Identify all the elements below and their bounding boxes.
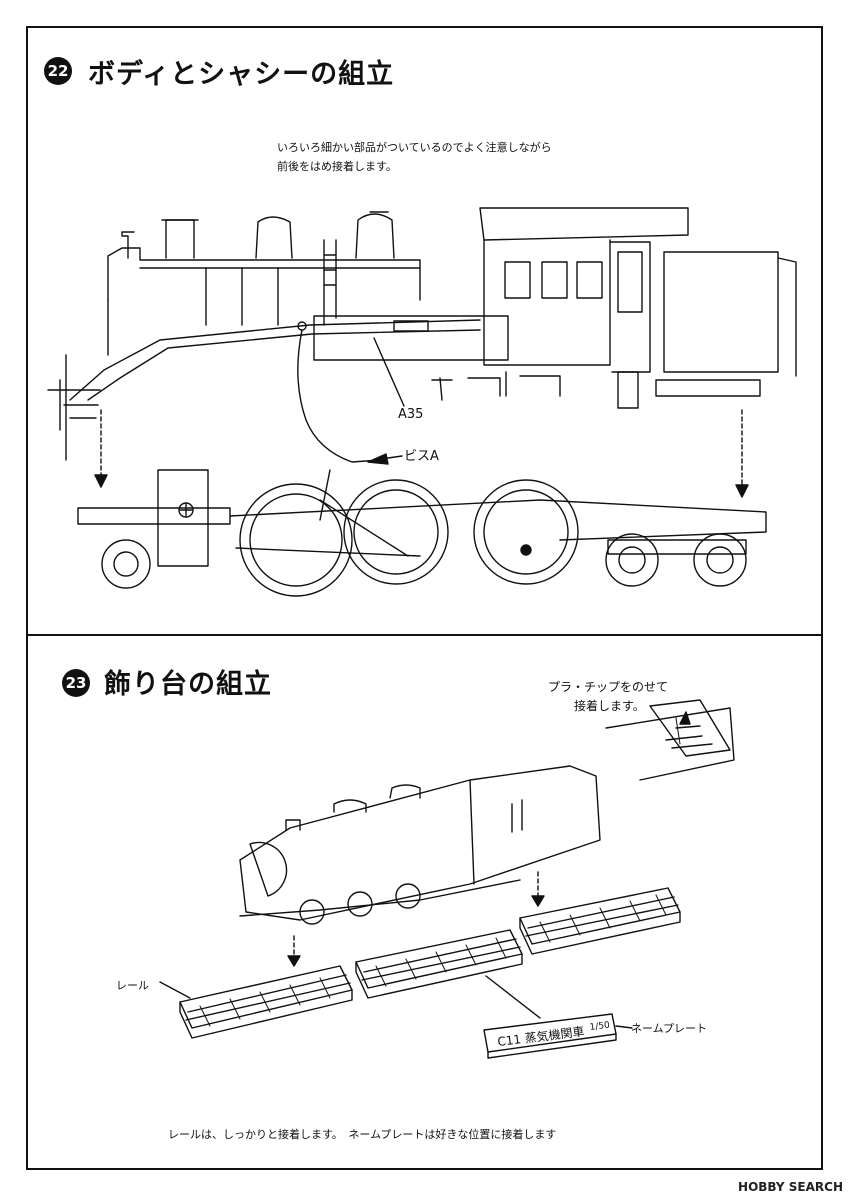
step-number-23: 23: [62, 669, 90, 697]
screw-label: ビスA: [404, 449, 439, 464]
step-number-22: 22: [44, 57, 72, 85]
page-frame: [26, 26, 823, 1170]
section-22-note-2: 前後をはめ接着します。: [277, 160, 397, 173]
chip-note-1: プラ・チップをのせて: [548, 680, 669, 694]
bottom-note: レールは、しっかりと接着します。 ネームプレートは好きな位置に接着します: [168, 1128, 557, 1141]
chip-note-2: 接着します。: [574, 699, 645, 713]
section-22-note-1: いろいろ細かい部品がついているのでよく注意しながら: [277, 141, 552, 154]
section-22-title: ボディとシャシーの組立: [88, 59, 395, 90]
watermark: HOBBY SEARCH: [738, 1180, 843, 1194]
nameplate-scale: 1/50: [589, 1021, 611, 1033]
part-label-a35: A35: [398, 407, 424, 422]
display-rails: [160, 888, 680, 1038]
rail-label: レール: [116, 979, 149, 992]
plastic-chip-box: [606, 700, 734, 780]
locomotive-body-side: [48, 208, 796, 497]
section-23-title: 飾り台の組立: [104, 669, 272, 700]
locomotive-chassis: [78, 470, 766, 596]
section-divider: [26, 634, 823, 636]
locomotive-perspective: [240, 766, 600, 966]
nameplate: [484, 976, 632, 1058]
nameplate-label: ネームプレート: [631, 1022, 708, 1035]
